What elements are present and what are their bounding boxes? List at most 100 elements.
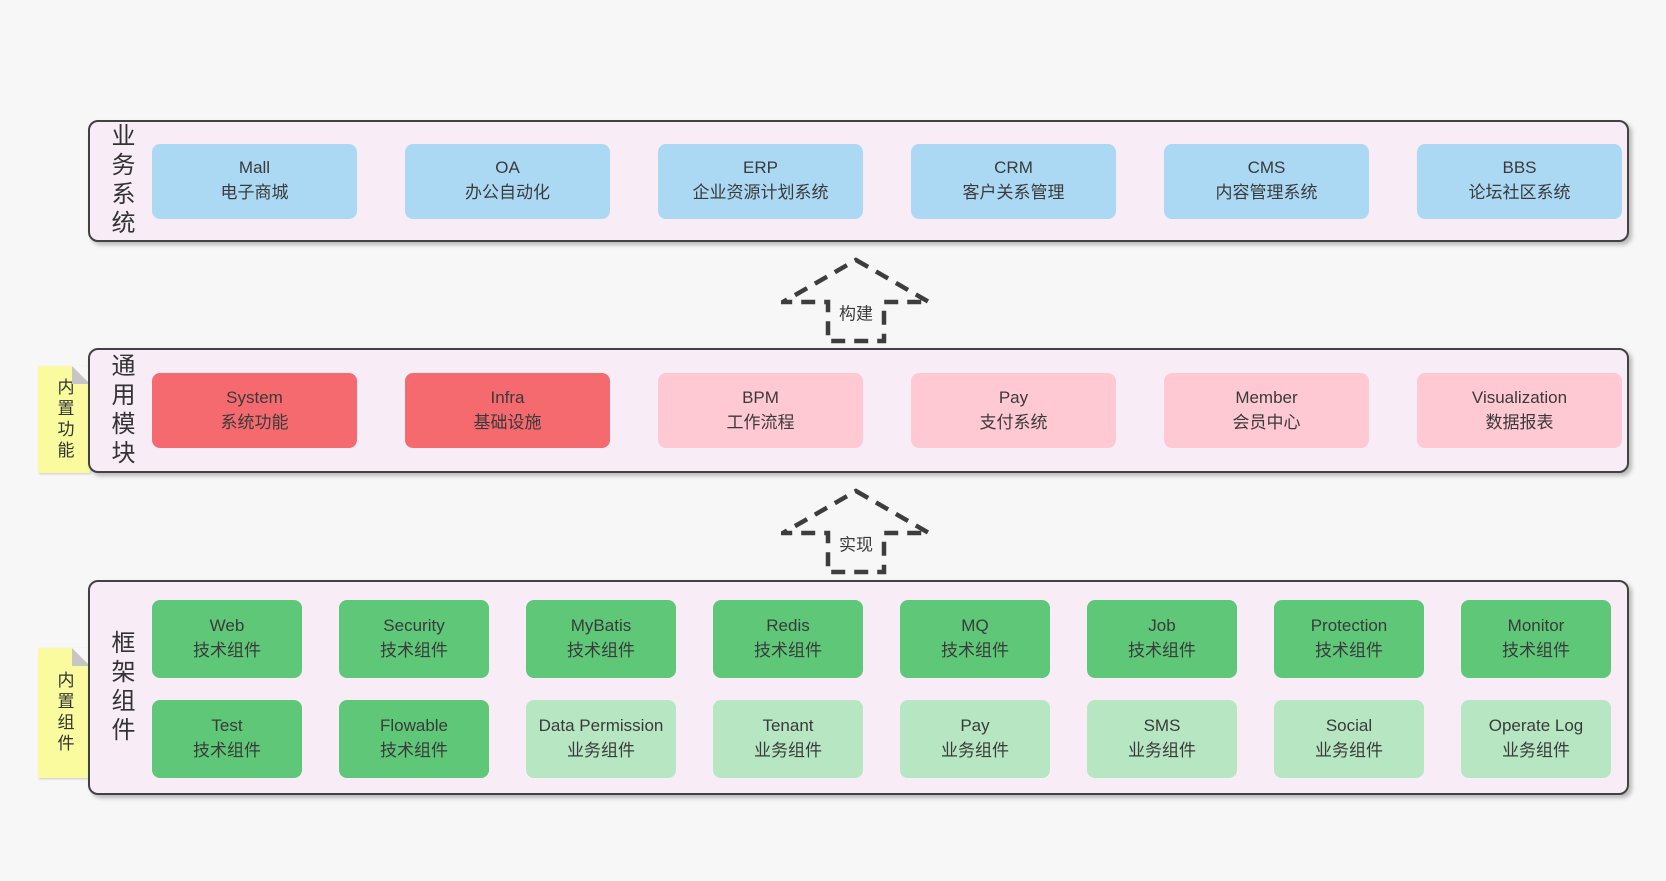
box-job-en: Job: [1148, 616, 1176, 636]
box-member: Member 会员中心: [1164, 373, 1369, 448]
layer-modules-label: 通用模块: [107, 352, 134, 469]
box-mall: Mall 电子商城: [152, 143, 357, 219]
box-data-permission-en: Data Permission: [538, 716, 664, 736]
box-protection-en: Protection: [1310, 616, 1388, 636]
box-bpm: BPM 工作流程: [658, 373, 863, 448]
framework-row-2: Test 技术组件 Flowable 技术组件 Data Permission …: [152, 700, 1611, 778]
box-mybatis: MyBatis 技术组件: [526, 600, 676, 678]
box-social-zh: 业务组件: [1315, 741, 1383, 760]
arrow-implement-label: 实现: [835, 528, 877, 558]
box-pay-module-en: Pay: [998, 387, 1029, 407]
box-web-zh: 技术组件: [193, 641, 261, 660]
box-job-zh: 技术组件: [1128, 641, 1196, 660]
box-mybatis-zh: 技术组件: [567, 641, 635, 660]
box-cms-zh: 内容管理系统: [1215, 183, 1318, 202]
box-infra: Infra 基础设施: [405, 373, 610, 448]
modules-boxes-row: System 系统功能 Infra 基础设施 BPM 工作流程 Pay 支付系统…: [152, 350, 1622, 471]
box-visualization-en: Visualization: [1471, 387, 1568, 407]
box-infra-zh: 基础设施: [473, 412, 542, 432]
box-bbs-zh: 论坛社区系统: [1468, 183, 1571, 202]
box-security: Security 技术组件: [339, 600, 489, 678]
box-crm-en: CRM: [994, 158, 1033, 178]
box-cms: CMS 内容管理系统: [1164, 143, 1369, 219]
box-tenant-zh: 业务组件: [754, 741, 822, 760]
arrow-build-label: 构建: [835, 297, 877, 327]
box-protection: Protection 技术组件: [1274, 600, 1424, 678]
box-flowable: Flowable 技术组件: [339, 700, 489, 778]
box-member-en: Member: [1235, 387, 1298, 407]
box-mq-zh: 技术组件: [941, 641, 1009, 660]
box-pay-component: Pay 业务组件: [900, 700, 1050, 778]
box-pay-component-en: Pay: [960, 716, 990, 736]
box-security-zh: 技术组件: [380, 641, 448, 660]
box-member-zh: 会员中心: [1232, 412, 1301, 432]
box-visualization-zh: 数据报表: [1485, 412, 1554, 432]
layer-common-modules: 通用模块 System 系统功能 Infra 基础设施 BPM 工作流程 Pay…: [88, 348, 1629, 473]
box-test-en: Test: [211, 716, 243, 736]
box-redis-zh: 技术组件: [754, 641, 822, 660]
box-erp: ERP 企业资源计划系统: [658, 143, 863, 219]
box-bbs: BBS 论坛社区系统: [1417, 143, 1622, 219]
box-flowable-en: Flowable: [379, 716, 449, 736]
box-tenant: Tenant 业务组件: [713, 700, 863, 778]
box-system: System 系统功能: [152, 373, 357, 448]
framework-row-1: Web 技术组件 Security 技术组件 MyBatis 技术组件 Redi…: [152, 600, 1611, 678]
sticky-note-builtin-components: 内置组件: [38, 648, 90, 778]
dashed-up-arrow-icon: [781, 488, 931, 575]
box-web-en: Web: [209, 616, 245, 636]
box-redis-en: Redis: [766, 616, 810, 636]
box-social: Social 业务组件: [1274, 700, 1424, 778]
framework-rows: Web 技术组件 Security 技术组件 MyBatis 技术组件 Redi…: [152, 600, 1611, 778]
box-cms-en: CMS: [1247, 158, 1286, 178]
box-crm-zh: 客户关系管理: [962, 183, 1065, 202]
box-job: Job 技术组件: [1087, 600, 1237, 678]
box-erp-en: ERP: [743, 158, 778, 178]
box-system-en: System: [226, 387, 283, 407]
box-mq: MQ 技术组件: [900, 600, 1050, 678]
arrow-up-build: 构建: [781, 256, 931, 344]
box-protection-zh: 技术组件: [1315, 641, 1383, 660]
box-pay-module-zh: 支付系统: [979, 412, 1048, 432]
box-flowable-zh: 技术组件: [380, 741, 448, 760]
box-system-zh: 系统功能: [220, 412, 289, 432]
box-test-zh: 技术组件: [193, 741, 261, 760]
box-mybatis-en: MyBatis: [570, 616, 632, 636]
box-bbs-en: BBS: [1502, 158, 1537, 178]
box-infra-en: Infra: [490, 387, 525, 407]
box-sms: SMS 业务组件: [1087, 700, 1237, 778]
box-security-en: Security: [383, 616, 445, 636]
box-mall-en: Mall: [238, 158, 271, 178]
box-pay-module: Pay 支付系统: [911, 373, 1116, 448]
box-monitor-en: Monitor: [1507, 616, 1565, 636]
box-social-en: Social: [1325, 716, 1373, 736]
box-erp-zh: 企业资源计划系统: [692, 183, 829, 202]
box-monitor: Monitor 技术组件: [1461, 600, 1611, 678]
business-boxes-row: Mall 电子商城 OA 办公自动化 ERP 企业资源计划系统 CRM 客户关系…: [152, 122, 1622, 240]
box-visualization: Visualization 数据报表: [1417, 373, 1622, 448]
layer-business-label: 业务系统: [107, 123, 134, 239]
box-bpm-en: BPM: [742, 387, 779, 407]
box-redis: Redis 技术组件: [713, 600, 863, 678]
box-sms-en: SMS: [1143, 716, 1181, 736]
box-operate-log-zh: 业务组件: [1502, 741, 1570, 760]
box-crm: CRM 客户关系管理: [911, 143, 1116, 219]
layer-framework-components: 框架组件 Web 技术组件 Security 技术组件 MyBatis 技术组件…: [88, 580, 1629, 795]
box-sms-zh: 业务组件: [1128, 741, 1196, 760]
box-oa: OA 办公自动化: [405, 143, 610, 219]
box-pay-component-zh: 业务组件: [941, 741, 1009, 760]
box-tenant-en: Tenant: [762, 716, 814, 736]
box-operate-log: Operate Log 业务组件: [1461, 700, 1611, 778]
layer-business-systems: 业务系统 Mall 电子商城 OA 办公自动化 ERP 企业资源计划系统 CRM…: [88, 120, 1629, 242]
box-data-permission-zh: 业务组件: [567, 741, 635, 760]
sticky-builtin-components-label: 内置组件: [54, 671, 74, 755]
sticky-note-builtin-functions: 内置功能: [38, 366, 90, 473]
box-oa-zh: 办公自动化: [465, 183, 550, 202]
layer-framework-label: 框架组件: [107, 629, 134, 746]
box-data-permission: Data Permission 业务组件: [526, 700, 676, 778]
dashed-up-arrow-icon: [781, 257, 931, 344]
box-operate-log-en: Operate Log: [1488, 716, 1584, 736]
box-monitor-zh: 技术组件: [1502, 641, 1570, 660]
box-web: Web 技术组件: [152, 600, 302, 678]
box-mq-en: MQ: [961, 616, 989, 636]
arrow-up-implement: 实现: [781, 487, 931, 575]
